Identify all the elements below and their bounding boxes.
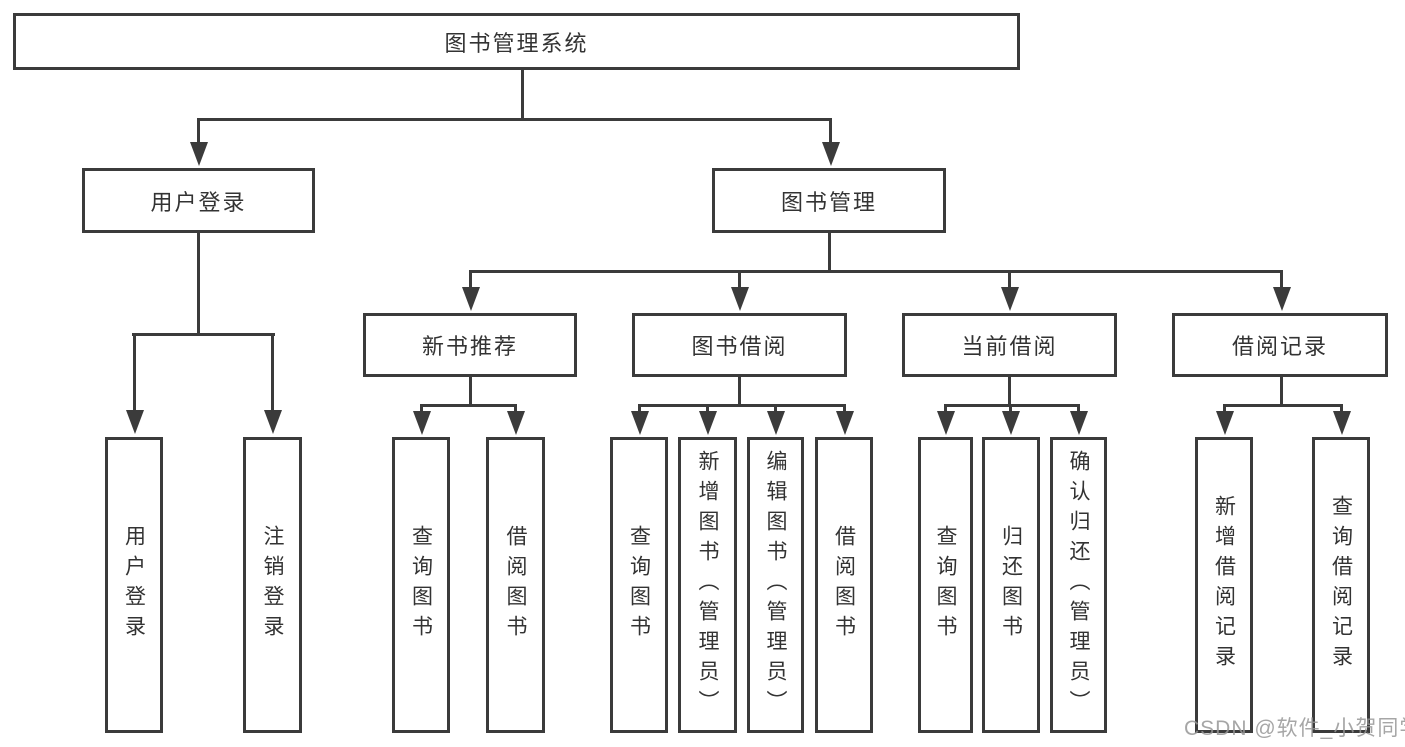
node-book-borrowing-label: 图书借阅	[691, 334, 788, 359]
leaf-label: 用户登录	[122, 525, 146, 645]
arrow-down-icon	[1002, 411, 1020, 435]
connector-to-book-mgmt	[829, 118, 832, 146]
node-book-borrowing: 图书借阅	[632, 313, 847, 377]
connector-to-user-login	[197, 118, 200, 146]
leaf-logout: 注销登录	[243, 437, 302, 733]
connector-stem	[469, 377, 472, 406]
connector-leaf	[774, 404, 777, 414]
connector-leaf	[738, 270, 741, 289]
arrow-down-icon	[937, 411, 955, 435]
node-user-login: 用户登录	[82, 168, 315, 233]
node-root: 图书管理系统	[13, 13, 1020, 70]
node-current-borrowing-label: 当前借阅	[961, 334, 1058, 359]
arrow-down-icon	[1216, 411, 1234, 435]
leaf-return-books: 归还图书	[982, 437, 1040, 733]
leaf-label: 借阅图书	[504, 525, 527, 645]
leaf-label: 查询图书	[409, 525, 433, 645]
node-new-book-recommend-label: 新书推荐	[421, 334, 518, 359]
node-book-management-label: 图书管理	[780, 189, 877, 215]
csdn-watermark: CSDN @软件_小贺同学	[1184, 717, 1405, 740]
leaf-search-borrow-record: 查询借阅记录	[1312, 437, 1370, 733]
connector-stem	[1008, 377, 1011, 406]
connector-leaf	[1008, 270, 1011, 289]
leaf-label: 查询图书	[934, 525, 957, 645]
connector-leaf	[1009, 404, 1012, 414]
arrow-down-icon	[1070, 411, 1088, 435]
arrow-down-icon	[731, 287, 749, 311]
leaf-label: 查询图书	[627, 525, 651, 645]
node-current-borrowing: 当前借阅	[902, 313, 1117, 377]
leaf-label: 注销登录	[261, 525, 284, 645]
connector-stem	[738, 377, 741, 406]
connector-leaf	[469, 270, 472, 289]
arrow-down-icon	[1333, 411, 1351, 435]
leaf-confirm-return-admin: 确认归还（管理员）	[1050, 437, 1107, 733]
connector-user-login-stem	[197, 233, 200, 335]
arrow-down-icon	[1001, 287, 1019, 311]
connector-distributor	[638, 404, 846, 407]
connector-distributor	[944, 404, 1080, 407]
arrow-down-icon	[631, 411, 649, 435]
connector-distributor	[1223, 404, 1343, 407]
leaf-search-books-borrow: 查询图书	[610, 437, 668, 733]
node-root-label: 图书管理系统	[444, 30, 589, 56]
leaf-label: 查询借阅记录	[1329, 495, 1353, 675]
arrow-down-icon	[507, 411, 525, 435]
node-borrowing-records-label: 借阅记录	[1231, 334, 1328, 359]
connector-level2-distributor	[197, 118, 832, 121]
connector-book-mgmt-stem	[828, 233, 831, 273]
connector-leaf	[420, 404, 423, 414]
connector-stem	[1280, 377, 1283, 406]
leaf-label: 新增借阅记录	[1212, 495, 1236, 675]
arrow-down-icon	[462, 287, 480, 311]
connector-leaf	[1223, 404, 1226, 414]
arrow-down-icon	[264, 410, 282, 434]
connector-leaf	[1077, 404, 1080, 414]
connector-leaf	[638, 404, 641, 414]
connector-leaf	[133, 333, 136, 410]
leaf-user-login: 用户登录	[105, 437, 163, 733]
leaf-edit-books-admin: 编辑图书（管理员）	[747, 437, 804, 733]
connector-leaf	[514, 404, 517, 414]
arrow-down-icon	[190, 142, 208, 166]
node-user-login-label: 用户登录	[150, 189, 247, 215]
arrow-down-icon	[126, 410, 144, 434]
connector-leaf	[1340, 404, 1343, 414]
connector-leaf	[843, 404, 846, 414]
connector-distributor	[420, 404, 517, 407]
connector-leaf	[944, 404, 947, 414]
leaf-add-books-admin: 新增图书（管理员）	[678, 437, 737, 733]
leaf-add-borrow-record: 新增借阅记录	[1195, 437, 1253, 733]
connector-level3-distributor	[469, 270, 1283, 273]
connector-root-stem	[521, 70, 524, 120]
arrow-down-icon	[822, 142, 840, 166]
arrow-down-icon	[767, 411, 785, 435]
arrow-down-icon	[699, 411, 717, 435]
node-new-book-recommend: 新书推荐	[363, 313, 577, 377]
leaf-search-books-current: 查询图书	[918, 437, 973, 733]
leaf-label: 借阅图书	[832, 525, 856, 645]
connector-leaf	[706, 404, 709, 414]
leaf-borrow-books: 借阅图书	[815, 437, 873, 733]
leaf-label: 新增图书（管理员）	[696, 450, 719, 720]
connector-leaf	[271, 333, 274, 410]
arrow-down-icon	[1273, 287, 1291, 311]
leaf-label: 编辑图书（管理员）	[764, 450, 787, 720]
leaf-borrow-books-recommend: 借阅图书	[486, 437, 545, 733]
connector-user-login-distributor	[132, 333, 275, 336]
node-borrowing-records: 借阅记录	[1172, 313, 1388, 377]
leaf-label: 归还图书	[999, 525, 1023, 645]
arrow-down-icon	[413, 411, 431, 435]
arrow-down-icon	[836, 411, 854, 435]
connector-leaf	[1280, 270, 1283, 289]
leaf-search-books-recommend: 查询图书	[392, 437, 450, 733]
node-book-management: 图书管理	[712, 168, 946, 233]
leaf-label: 确认归还（管理员）	[1067, 450, 1090, 720]
